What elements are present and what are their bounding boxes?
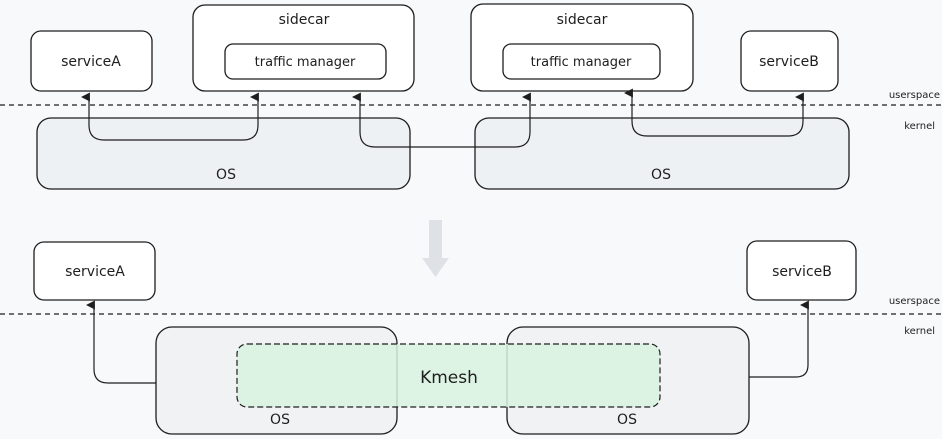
- traffic-manager-box-left: [224, 43, 387, 80]
- userspace-label-top: userspace: [889, 90, 940, 101]
- flow-arrow-os-to-servicea: [85, 300, 156, 384]
- transition-arrow: [422, 220, 449, 277]
- flow-arrow-sidecar-to-sidecar: [351, 92, 531, 148]
- kernel-label-bottom: kernel: [904, 326, 935, 337]
- traffic-manager-label-left: traffic manager: [255, 55, 356, 70]
- os-label-right: OS: [651, 167, 671, 183]
- kmesh-box: [236, 343, 661, 408]
- sidecar-label-left: sidecar: [279, 12, 330, 28]
- service-a-box: [30, 30, 153, 92]
- service-b-box-bottom: [746, 240, 857, 301]
- os-label-left: OS: [216, 167, 236, 183]
- flow-arrow-sidecar-to-serviceb: [623, 88, 804, 137]
- traffic-manager-box-right: [502, 43, 661, 80]
- os-label-right-bottom: OS: [617, 412, 637, 428]
- flow-arrow-servicea-to-sidecar: [80, 92, 259, 141]
- userspace-label-bottom: userspace: [889, 296, 940, 307]
- sidecar-label-right: sidecar: [557, 12, 608, 28]
- kmesh-label: Kmesh: [420, 368, 478, 388]
- service-b-label: serviceB: [759, 54, 819, 70]
- os-label-left-bottom: OS: [270, 412, 290, 428]
- service-b-label-bottom: serviceB: [772, 264, 832, 280]
- kmesh-architecture: Kmesh OS OS serviceA serviceB userspace …: [0, 240, 942, 435]
- kernel-label-top: kernel: [904, 121, 935, 132]
- service-a-box-bottom: [33, 241, 156, 301]
- sidecar-architecture: OS OS serviceA serviceB sidecar traffic …: [0, 3, 942, 190]
- service-a-label: serviceA: [61, 54, 121, 70]
- os-box-left: [36, 117, 411, 190]
- flow-arrow-os-to-serviceb: [749, 300, 809, 378]
- service-a-label-bottom: serviceA: [65, 264, 125, 280]
- traffic-manager-label-right: traffic manager: [531, 55, 632, 70]
